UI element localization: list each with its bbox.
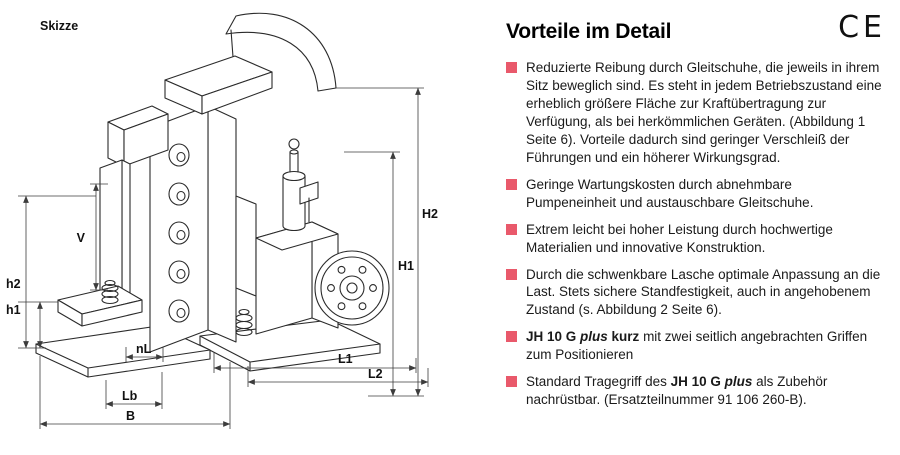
dimension-labels: V h2 h1 H2 H1 nL L1 L2 Lb B xyxy=(6,207,438,423)
dim-label-H2: H2 xyxy=(422,207,438,221)
vorteile-list: Reduzierte Reibung durch Gleitschuhe, di… xyxy=(506,59,884,409)
list-item: JH 10 G plus kurz mit zwei seitlich ange… xyxy=(506,328,884,364)
technical-sketch: Skizze xyxy=(6,12,438,429)
list-item: Extrem leicht bei hoher Leistung durch h… xyxy=(506,221,884,257)
jack-drawing xyxy=(35,12,390,378)
bullet-text: Standard Tragegriff des JH 10 G plus als… xyxy=(526,374,828,408)
bullet-square-icon xyxy=(506,376,517,388)
sketch-area: Skizze xyxy=(6,12,438,429)
bullet-square-icon xyxy=(506,62,517,73)
details-column: Vorteile im Detail Reduzierte Reibung du… xyxy=(506,20,884,418)
list-item: Durch die schwenkbare Lasche optimale An… xyxy=(506,266,884,320)
dim-label-L1: L1 xyxy=(338,352,353,366)
bullet-square-icon xyxy=(506,223,517,235)
bullet-square-icon xyxy=(506,331,517,343)
bullet-text: Durch die schwenkbare Lasche optimale An… xyxy=(526,266,881,318)
dim-label-v: V xyxy=(77,231,86,245)
dimension-lines xyxy=(18,87,429,429)
bullet-square-icon xyxy=(506,268,517,280)
sketch-title: Skizze xyxy=(40,19,78,33)
bullet-text: Geringe Wartungskosten durch abnehmbare … xyxy=(526,176,814,210)
dim-label-Lb: Lb xyxy=(122,389,138,403)
dim-label-H1: H1 xyxy=(398,259,414,273)
dim-label-nL: nL xyxy=(136,342,152,356)
bullet-text: JH 10 G plus kurz mit zwei seitlich ange… xyxy=(526,329,868,363)
wheel xyxy=(314,250,390,326)
bullet-text: Reduzierte Reibung durch Gleitschuhe, di… xyxy=(526,60,882,165)
dim-label-L2: L2 xyxy=(368,367,383,381)
ce-mark-icon: CE xyxy=(838,10,886,45)
bullet-square-icon xyxy=(506,178,517,190)
list-item: Reduzierte Reibung durch Gleitschuhe, di… xyxy=(506,59,884,167)
dim-label-h1: h1 xyxy=(6,303,21,317)
dim-label-B: B xyxy=(126,409,135,423)
dim-label-h2: h2 xyxy=(6,277,21,291)
section-title: Vorteile im Detail xyxy=(506,20,672,43)
bullet-text: Extrem leicht bei hoher Leistung durch h… xyxy=(526,221,833,255)
list-item: Standard Tragegriff des JH 10 G plus als… xyxy=(506,373,884,409)
list-item: Geringe Wartungskosten durch abnehmbare … xyxy=(506,176,884,212)
